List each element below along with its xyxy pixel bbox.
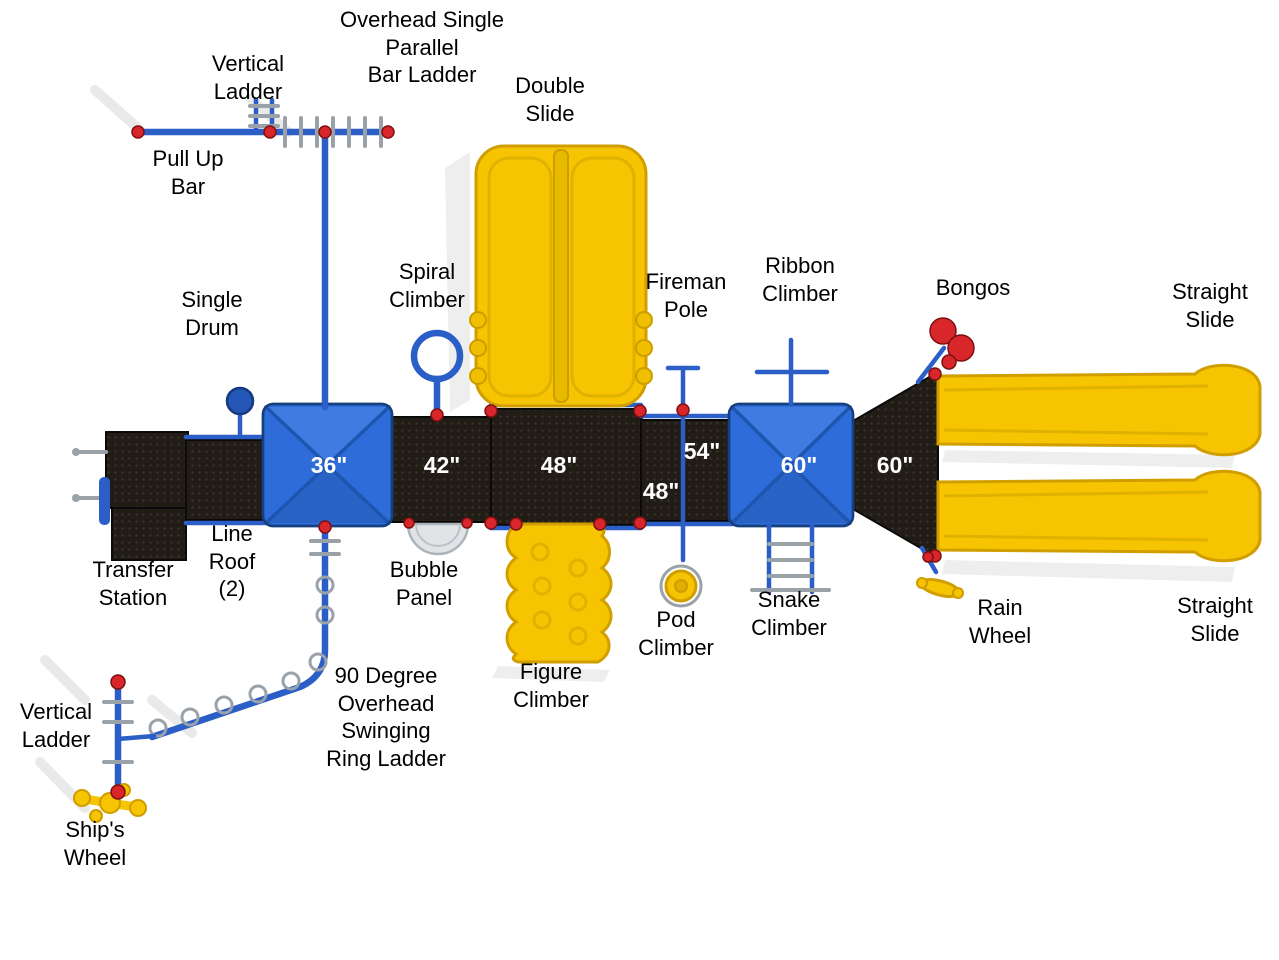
fireman-pole-shape bbox=[665, 365, 701, 563]
label-pull-up-bar: Pull Up Bar bbox=[152, 146, 224, 199]
snake-climber-shape bbox=[750, 523, 831, 595]
deck-roof-60 bbox=[727, 402, 855, 528]
bongos-shape bbox=[915, 317, 975, 385]
deck-height-54: 54" bbox=[683, 438, 721, 464]
label-pod-climber: Pod Climber bbox=[638, 607, 714, 660]
deck-height-60a: 60" bbox=[780, 452, 818, 478]
transfer-station-grips bbox=[72, 448, 110, 525]
transfer-station-step bbox=[111, 507, 187, 561]
overhead-parallel-bar-ladder-shape bbox=[283, 116, 383, 411]
deck-height-42: 42" bbox=[423, 452, 461, 478]
straight-slide-top-shape bbox=[936, 363, 1262, 457]
label-ribbon-climber: Ribbon Climber bbox=[762, 253, 838, 306]
label-transfer-station: Transfer Station bbox=[92, 557, 174, 610]
vertical-ladder-bottom-shape bbox=[102, 678, 157, 798]
label-spiral-climber: Spiral Climber bbox=[389, 259, 465, 312]
figure-climber-shape bbox=[505, 522, 613, 664]
label-line-roof: Line Roof (2) bbox=[208, 521, 256, 601]
spiral-climber-shape bbox=[410, 329, 464, 418]
label-rain-wheel: Rain Wheel bbox=[968, 595, 1032, 648]
label-vertical-ladder-top: Vertical Ladder bbox=[211, 51, 285, 104]
label-double-slide: Double Slide bbox=[515, 73, 585, 126]
ring-ladder-shape bbox=[148, 523, 341, 741]
label-single-drum: Single Drum bbox=[181, 287, 243, 340]
label-overhead-parallel-bar-ladder: Overhead Single Parallel Bar Ladder bbox=[340, 7, 504, 87]
label-vertical-ladder-bottom: Vertical Ladder bbox=[19, 699, 93, 752]
deck-height-36: 36" bbox=[310, 452, 348, 478]
double-slide-shape bbox=[469, 144, 653, 408]
connector-deck bbox=[185, 439, 269, 521]
transfer-station-deck bbox=[105, 431, 189, 509]
label-bongos: Bongos bbox=[935, 275, 1011, 300]
label-bubble-panel: Bubble Panel bbox=[389, 557, 459, 610]
deck-roof-36 bbox=[261, 402, 394, 528]
label-figure-climber: Figure Climber bbox=[513, 659, 589, 712]
bubble-panel-shape bbox=[406, 522, 470, 556]
label-straight-slide-bottom: Straight Slide bbox=[1177, 593, 1253, 646]
deck-42 bbox=[390, 416, 493, 523]
label-ring-ladder: 90 Degree Overhead Swinging Ring Ladder bbox=[326, 663, 446, 771]
deck-height-48a: 48" bbox=[540, 452, 578, 478]
shadow-decoration bbox=[35, 85, 1235, 813]
label-straight-slide-top: Straight Slide bbox=[1172, 279, 1248, 332]
deck-height-48b: 48" bbox=[642, 478, 680, 504]
deck-54-48 bbox=[640, 419, 735, 522]
label-snake-climber: Snake Climber bbox=[751, 587, 827, 640]
ribbon-climber-shape bbox=[754, 337, 830, 407]
label-fireman-pole: Fireman Pole bbox=[645, 269, 727, 322]
deck-height-60b: 60" bbox=[876, 452, 914, 478]
straight-slide-bottom-shape bbox=[936, 469, 1262, 563]
pod-climber-shape bbox=[659, 564, 703, 608]
deck-48a bbox=[490, 408, 643, 526]
single-drum-shape bbox=[225, 386, 255, 437]
deck-platforms bbox=[105, 370, 939, 561]
label-ships-wheel: Ship's Wheel bbox=[63, 817, 127, 870]
connector-clamps bbox=[110, 125, 942, 800]
